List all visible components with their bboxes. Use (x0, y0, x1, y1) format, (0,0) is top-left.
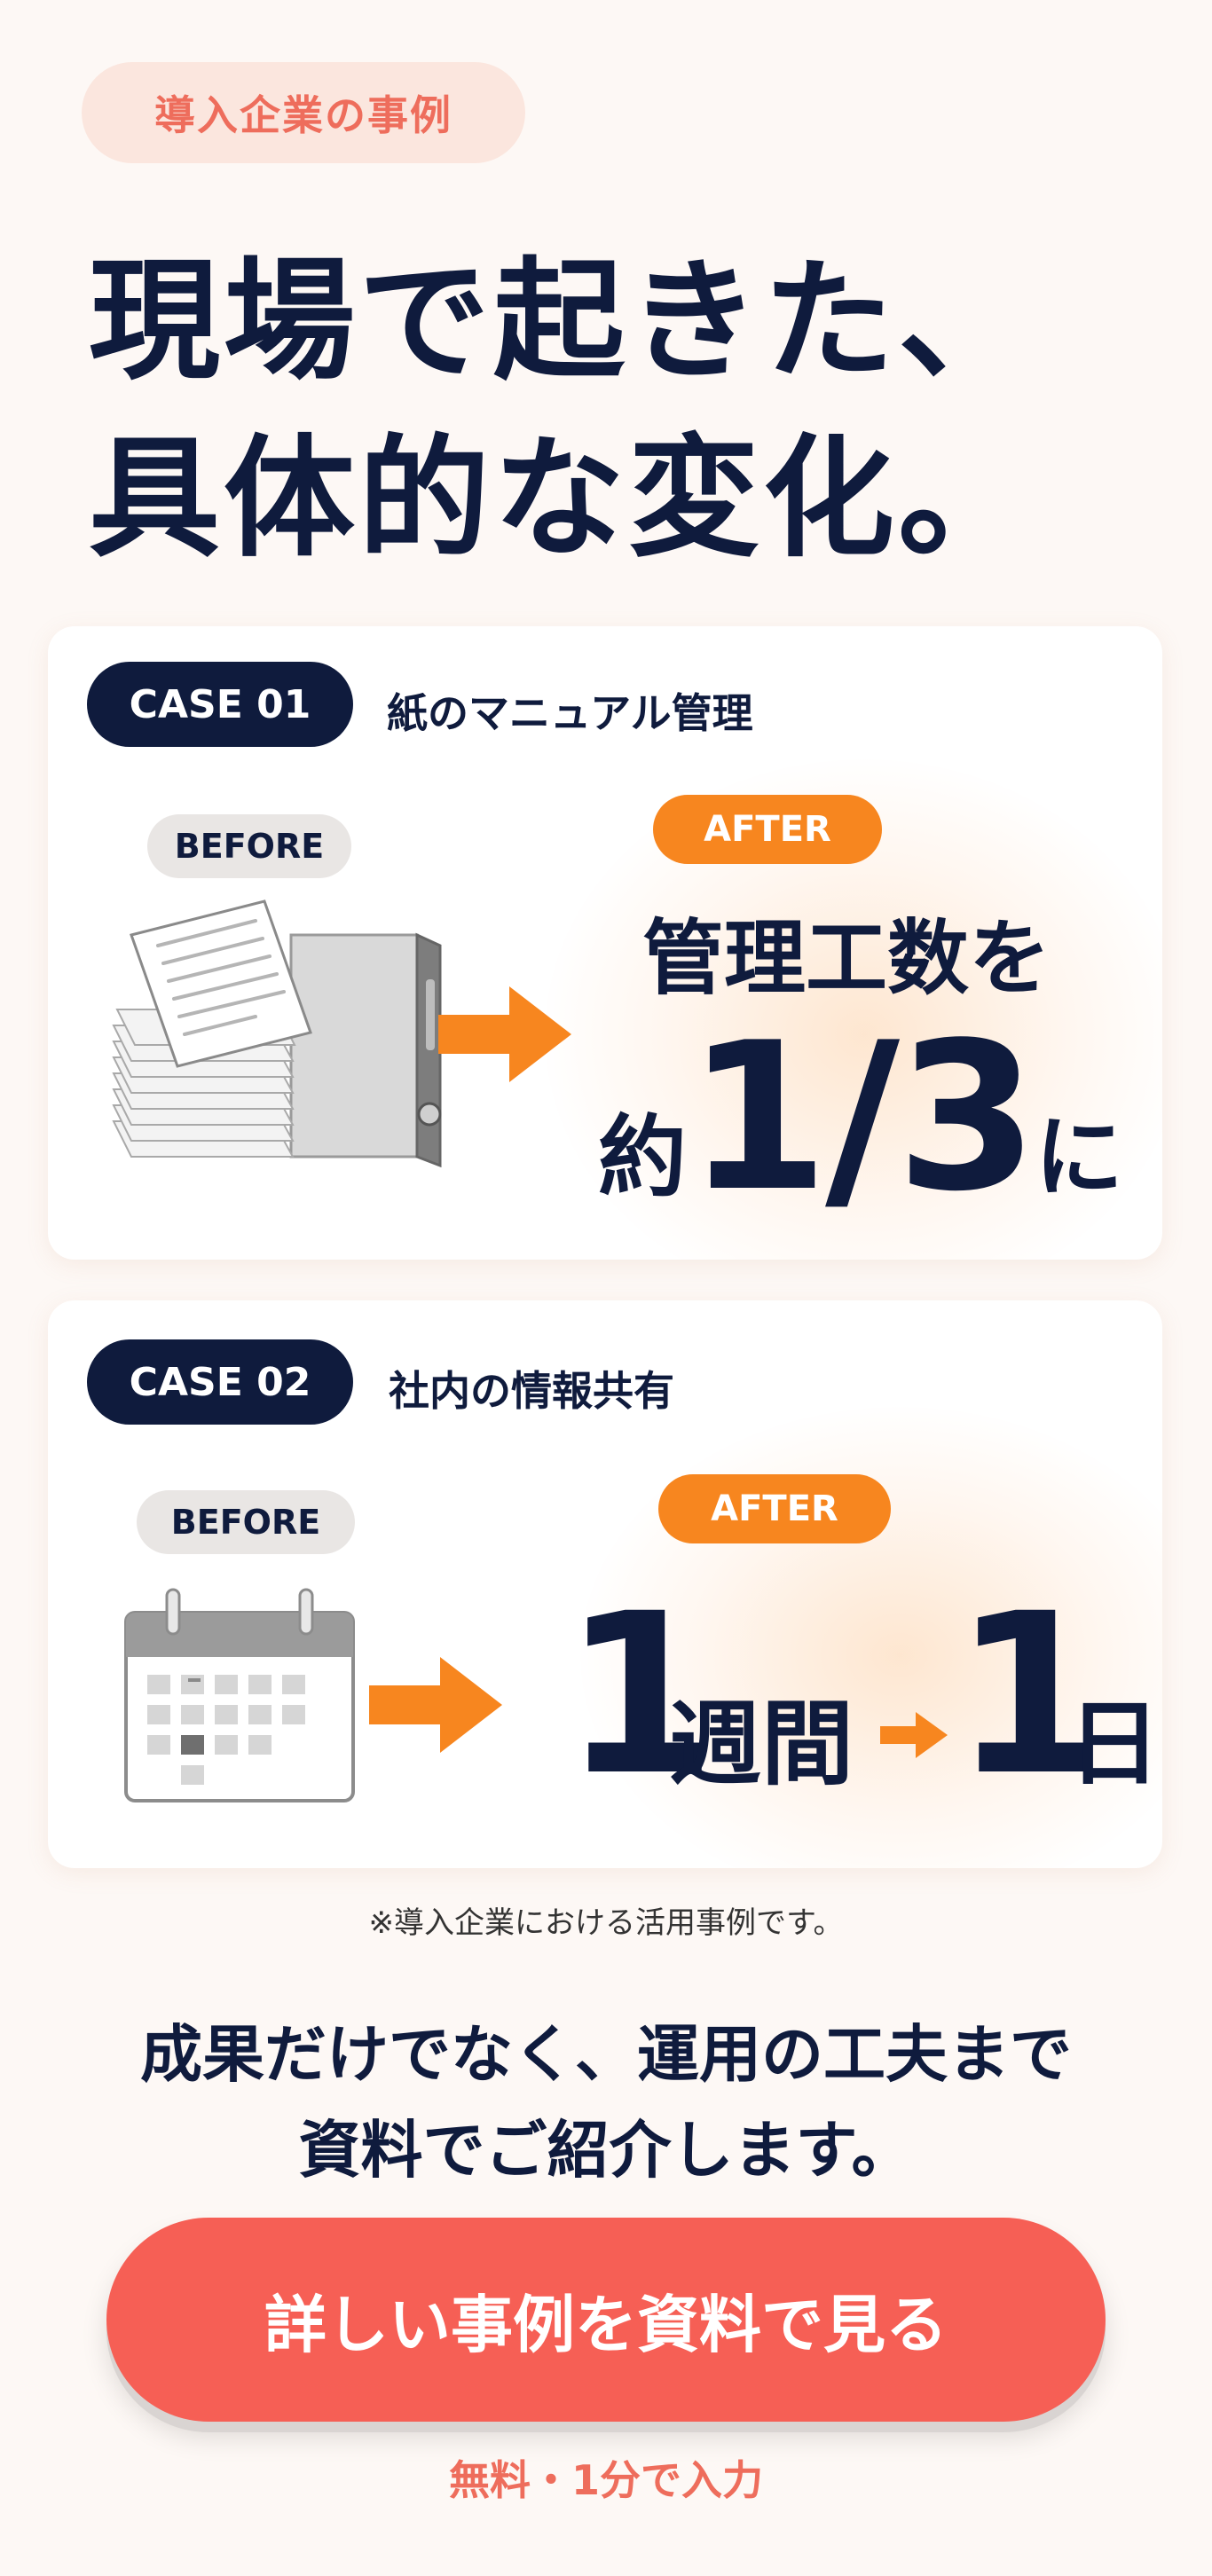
paper-stack-and-binder-icon (112, 899, 442, 1168)
case-title-02: 社内の情報共有 (389, 1367, 674, 1415)
after-label-02: AFTER (658, 1474, 891, 1543)
section-badge: 導入企業の事例 (82, 62, 525, 163)
case-card-02: CASE 02 社内の情報共有 BEFORE AFTER (48, 1300, 1162, 1868)
headline-line-2: 具体的な変化。 (89, 422, 1033, 575)
case-card-01: CASE 01 紙のマニュアル管理 BEFORE AFTER (48, 626, 1162, 1260)
page-headline: 現場で起きた、 具体的な変化。 (89, 232, 1136, 587)
result-caption-01: 管理工数を (641, 911, 1051, 1006)
case-label-01: CASE 01 (87, 662, 353, 747)
result-value-01: 約 1/3 に (598, 1017, 1148, 1221)
view-case-study-button[interactable]: 詳しい事例を資料で見る (106, 2218, 1106, 2422)
result-to-number-02: 1 (953, 1566, 1107, 1824)
arrow-right-icon (438, 986, 571, 1082)
after-label-01: AFTER (653, 795, 882, 864)
case-label-02: CASE 02 (87, 1339, 353, 1425)
case-title-01: 紙のマニュアル管理 (387, 689, 753, 737)
result-number-01: 1/3 (687, 1000, 1038, 1237)
result-from-number-02: 1 (563, 1566, 717, 1824)
calendar-icon (124, 1588, 355, 1802)
lead-text: 成果だけでなく、運用の工夫まで 資料でご紹介します。 (0, 2007, 1212, 2198)
before-label-02: BEFORE (137, 1490, 355, 1554)
lead-line-2: 資料でご紹介します。 (298, 2114, 914, 2187)
cta-subtext: 無料・1分で入力 (448, 2456, 763, 2504)
result-suffix-01: に (1035, 1105, 1124, 1209)
arrow-right-icon (369, 1657, 502, 1753)
footnote: ※導入企業における活用事例です。 (368, 1905, 844, 1941)
result-value-02: 1 週間 1 日 (509, 1566, 1161, 1842)
arrow-right-small-icon (880, 1712, 948, 1758)
result-from-unit-02: 週間 (669, 1690, 854, 1798)
lead-line-1: 成果だけでなく、運用の工夫まで (140, 2018, 1072, 2091)
headline-line-1: 現場で起きた、 (89, 245, 1033, 397)
before-label-01: BEFORE (147, 814, 351, 878)
result-to-unit-02: 日 (1068, 1690, 1161, 1798)
result-prefix-01: 約 (598, 1105, 687, 1209)
